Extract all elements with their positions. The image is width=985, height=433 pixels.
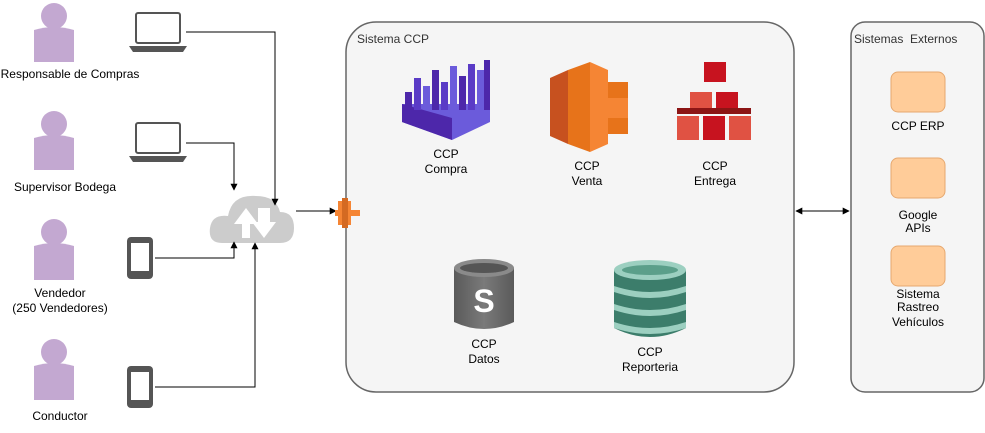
ext-google-label: Google: [899, 208, 938, 222]
ext-rastreo-label: Sistema: [896, 287, 940, 301]
connector-responsable-cloud: [186, 31, 279, 206]
api-gateway-icon: [335, 198, 360, 228]
ccp-datos-sublabel: Datos: [468, 352, 499, 366]
ext-rastreo-sublabel: Rastreo: [897, 300, 939, 314]
ccp-reporteria-label: CCP: [637, 345, 662, 359]
ext-erp-label: CCP ERP: [891, 119, 944, 133]
sistemas-externos-container: [850, 21, 985, 393]
mobile-phone-icon: [127, 237, 153, 279]
actor-supervisor-icon: [34, 111, 74, 170]
external-system-box: [890, 245, 946, 287]
actor-vendedor-label: Vendedor: [34, 286, 85, 300]
actor-conductor-label: Conductor: [32, 409, 87, 423]
sistemas-externos-title: Sistemas Externos: [854, 32, 957, 46]
laptop-icon: [129, 12, 187, 52]
ccp-compra-label: CCP: [433, 147, 458, 161]
internet-cloud-icon: [209, 195, 294, 243]
ecs-icon: [677, 62, 751, 140]
sistema-ccp-title: Sistema CCP: [357, 32, 429, 46]
external-system-box: [890, 71, 946, 113]
ccp-reporteria-sublabel: Reporteria: [622, 360, 678, 374]
ccp-venta-sublabel: Venta: [572, 174, 603, 188]
connector-conductor-cloud: [155, 242, 259, 388]
s3-bucket-icon: S: [454, 259, 514, 329]
ext-rastreo-sublabel-2: Vehículos: [892, 315, 944, 329]
connector-vendedor-cloud: [155, 241, 238, 259]
lambda-icon: [550, 62, 628, 152]
actor-responsable-icon: [34, 3, 74, 62]
ext-google-sublabel: APIs: [905, 221, 930, 235]
mobile-phone-icon: [127, 366, 153, 408]
kinesis-icon: [402, 60, 490, 140]
connector-supervisor-cloud: [186, 142, 238, 191]
ccp-venta-label: CCP: [574, 159, 599, 173]
actor-supervisor-label: Supervisor Bodega: [14, 180, 116, 194]
ccp-entrega-sublabel: Entrega: [694, 174, 736, 188]
dynamodb-icon: [614, 260, 686, 337]
actor-vendedor-icon: [34, 219, 74, 280]
svg-text:S: S: [473, 283, 494, 319]
ccp-datos-label: CCP: [471, 337, 496, 351]
laptop-icon: [129, 122, 187, 162]
external-system-box: [890, 157, 946, 199]
actor-conductor-icon: [34, 339, 74, 400]
connectors: [155, 31, 850, 388]
actor-responsable-label: Responsable de Compras: [1, 67, 140, 81]
actor-vendedor-sublabel: (250 Vendedores): [12, 301, 107, 315]
ccp-entrega-label: CCP: [702, 159, 727, 173]
ccp-compra-sublabel: Compra: [425, 162, 468, 176]
